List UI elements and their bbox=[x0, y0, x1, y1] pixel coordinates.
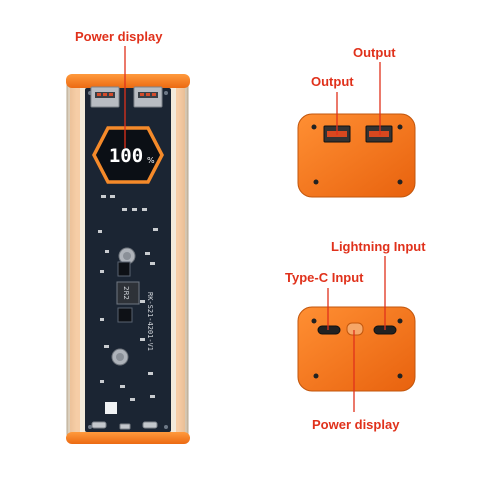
pcb-logo-chip bbox=[105, 402, 117, 414]
pcb-model-label: RK-S21-4201-V1 bbox=[146, 292, 154, 351]
bottom-end-cap-view bbox=[297, 306, 416, 392]
bottom-cap bbox=[66, 432, 190, 444]
power-display-button bbox=[346, 322, 364, 336]
led-power-display: 100 % bbox=[92, 126, 164, 184]
usb-output-port-right bbox=[365, 125, 393, 143]
display-percent-sign: % bbox=[147, 156, 155, 165]
display-percent-value: 100 bbox=[109, 145, 143, 167]
inductor: 2R2 bbox=[116, 281, 140, 305]
callout-lines bbox=[124, 46, 386, 412]
capacitor-lower bbox=[111, 348, 129, 366]
inductor-label: 2R2 bbox=[122, 286, 130, 300]
output-label-left: Output bbox=[311, 74, 354, 89]
usb-a-port-left bbox=[90, 86, 120, 108]
usb-a-port-right bbox=[133, 86, 163, 108]
top-cap bbox=[66, 74, 190, 88]
bottom-port-left bbox=[91, 421, 107, 429]
bottom-button bbox=[119, 423, 131, 430]
top-end-cap-view bbox=[297, 113, 416, 198]
bottom-port-right bbox=[142, 421, 158, 429]
lightning-input-label: Lightning Input bbox=[331, 239, 426, 254]
capacitor-upper bbox=[118, 247, 136, 265]
type-c-input-label: Type-C Input bbox=[285, 270, 364, 285]
power-display-label-top: Power display bbox=[75, 29, 163, 44]
ic-chip-main bbox=[117, 307, 133, 323]
output-label-right: Output bbox=[353, 45, 396, 60]
power-display-label-bottom: Power display bbox=[312, 417, 400, 432]
type-c-port bbox=[317, 325, 341, 335]
pcb-components bbox=[98, 195, 158, 401]
ic-chip-small bbox=[117, 261, 131, 277]
